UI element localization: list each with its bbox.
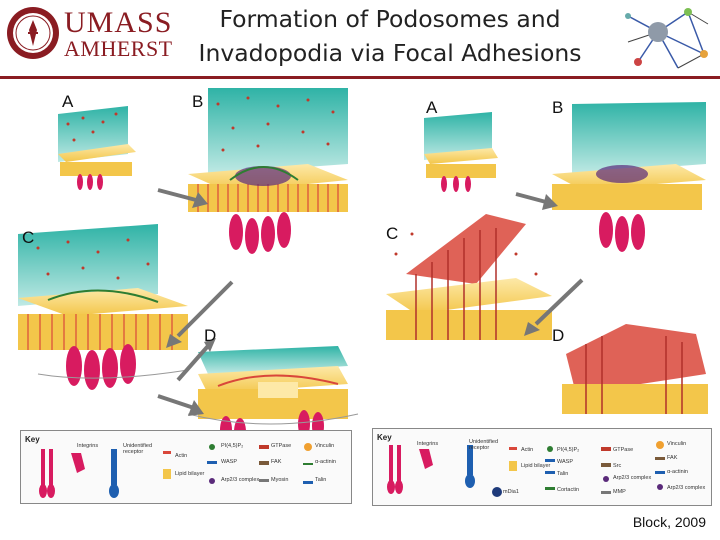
right-figure: A B C D (376, 84, 712, 424)
legend-right-item: MMP (613, 489, 626, 495)
right-panel-d-illustration (562, 324, 708, 414)
panel-label-a: A (62, 92, 74, 111)
legend-right-item: PI(4,5)P₂ (557, 447, 580, 453)
citation: Block, 2009 (632, 514, 706, 530)
legend-swatches-left (163, 451, 171, 479)
legend-item: Lipid bilayer (175, 471, 205, 477)
legend-swatches-mid (207, 444, 217, 484)
legend-right-item: α-actinin (667, 469, 688, 475)
panel-label-c: C (22, 228, 35, 247)
right-panel-a-illustration (424, 112, 498, 192)
right-panel-label-c: C (386, 224, 399, 243)
legend-right-item: Unidentified receptor (469, 439, 499, 451)
legend-title: Key (25, 435, 40, 444)
legend-right-item: Arp2/3 complex (667, 485, 706, 491)
header-divider (0, 76, 720, 79)
legend-right: Key Integrins Unidentified receptor Acti… (372, 428, 712, 506)
legend-right-swatches-mid (545, 446, 555, 490)
legend-item: FAK (271, 459, 282, 465)
right-flow-arrows (515, 192, 584, 336)
logo-amherst: AMHERST (64, 36, 173, 61)
legend-item: Myosin (271, 477, 289, 483)
right-panel-label-d: D (552, 326, 565, 345)
legend-right-item: mDia1 (503, 489, 519, 495)
legend-right-item: Actin (521, 447, 534, 453)
legend-item: α-actinin (315, 459, 336, 465)
panel-b-illustration (188, 88, 348, 254)
network-diagram-thumbnail (618, 2, 714, 74)
title-line-1: Formation of Podosomes and (219, 5, 561, 33)
legend-right-item: Src (613, 463, 622, 469)
flow-arrows (157, 188, 234, 416)
legend-right-item: Talin (557, 471, 569, 477)
legend-right-unidentified-receptor-icon (465, 445, 475, 488)
legend-right-title: Key (377, 433, 392, 442)
right-panel-c-illustration (386, 214, 552, 340)
legend-receptor-icons (39, 449, 85, 498)
legend-right-swatches-left (509, 447, 517, 471)
legend-right-item: Arp2/3 complex (613, 475, 652, 481)
umass-seal-icon (6, 6, 60, 60)
legend-left: Key Integrins Unidentified receptor Acti… (20, 430, 352, 504)
right-panel-b-illustration (552, 102, 706, 252)
legend-item: Talin (315, 477, 327, 483)
legend-item: Actin (175, 453, 188, 459)
legend-item: PI(4,5)P₂ (221, 443, 244, 449)
panel-label-d: D (204, 326, 217, 345)
legend-item: WASP (221, 459, 237, 465)
legend-right-item: Cortactin (557, 487, 580, 493)
legend-right-item: GTPase (613, 447, 634, 453)
legend-unidentified-receptor-icon (109, 449, 119, 498)
legend-item: Unidentified receptor (123, 443, 153, 455)
slide-title: Formation of Podosomes and Invadopodia v… (175, 2, 605, 70)
legend-right-swatches-right (601, 447, 611, 494)
right-panel-label-a: A (426, 98, 438, 117)
legend-swatches-far (303, 443, 313, 484)
logo-umass: UMASS (64, 6, 173, 39)
legend-swatches-right (259, 445, 269, 482)
legend-item: Arp2/3 complex (221, 477, 260, 483)
right-panel-label-b: B (552, 98, 564, 117)
legend-right-item: Integrins (417, 441, 439, 447)
title-line-2: Invadopodia via Focal Adhesions (198, 39, 582, 67)
legend-right-item: WASP (557, 459, 573, 465)
panel-a-illustration (58, 106, 136, 190)
legend-item: Vinculin (315, 443, 335, 449)
legend-right-mdia1-swatch (492, 487, 502, 497)
legend-right-item: Vinculin (667, 441, 687, 447)
legend-right-receptor-icons (387, 445, 433, 494)
legend-item: Integrins (77, 443, 99, 449)
legend-item: GTPase (271, 443, 292, 449)
panel-label-b: B (192, 92, 204, 111)
legend-right-item: FAK (667, 455, 678, 461)
panel-c-illustration (18, 224, 189, 390)
legend-right-swatches-far (655, 441, 665, 490)
legend-right-item: Lipid bilayer (521, 463, 551, 469)
